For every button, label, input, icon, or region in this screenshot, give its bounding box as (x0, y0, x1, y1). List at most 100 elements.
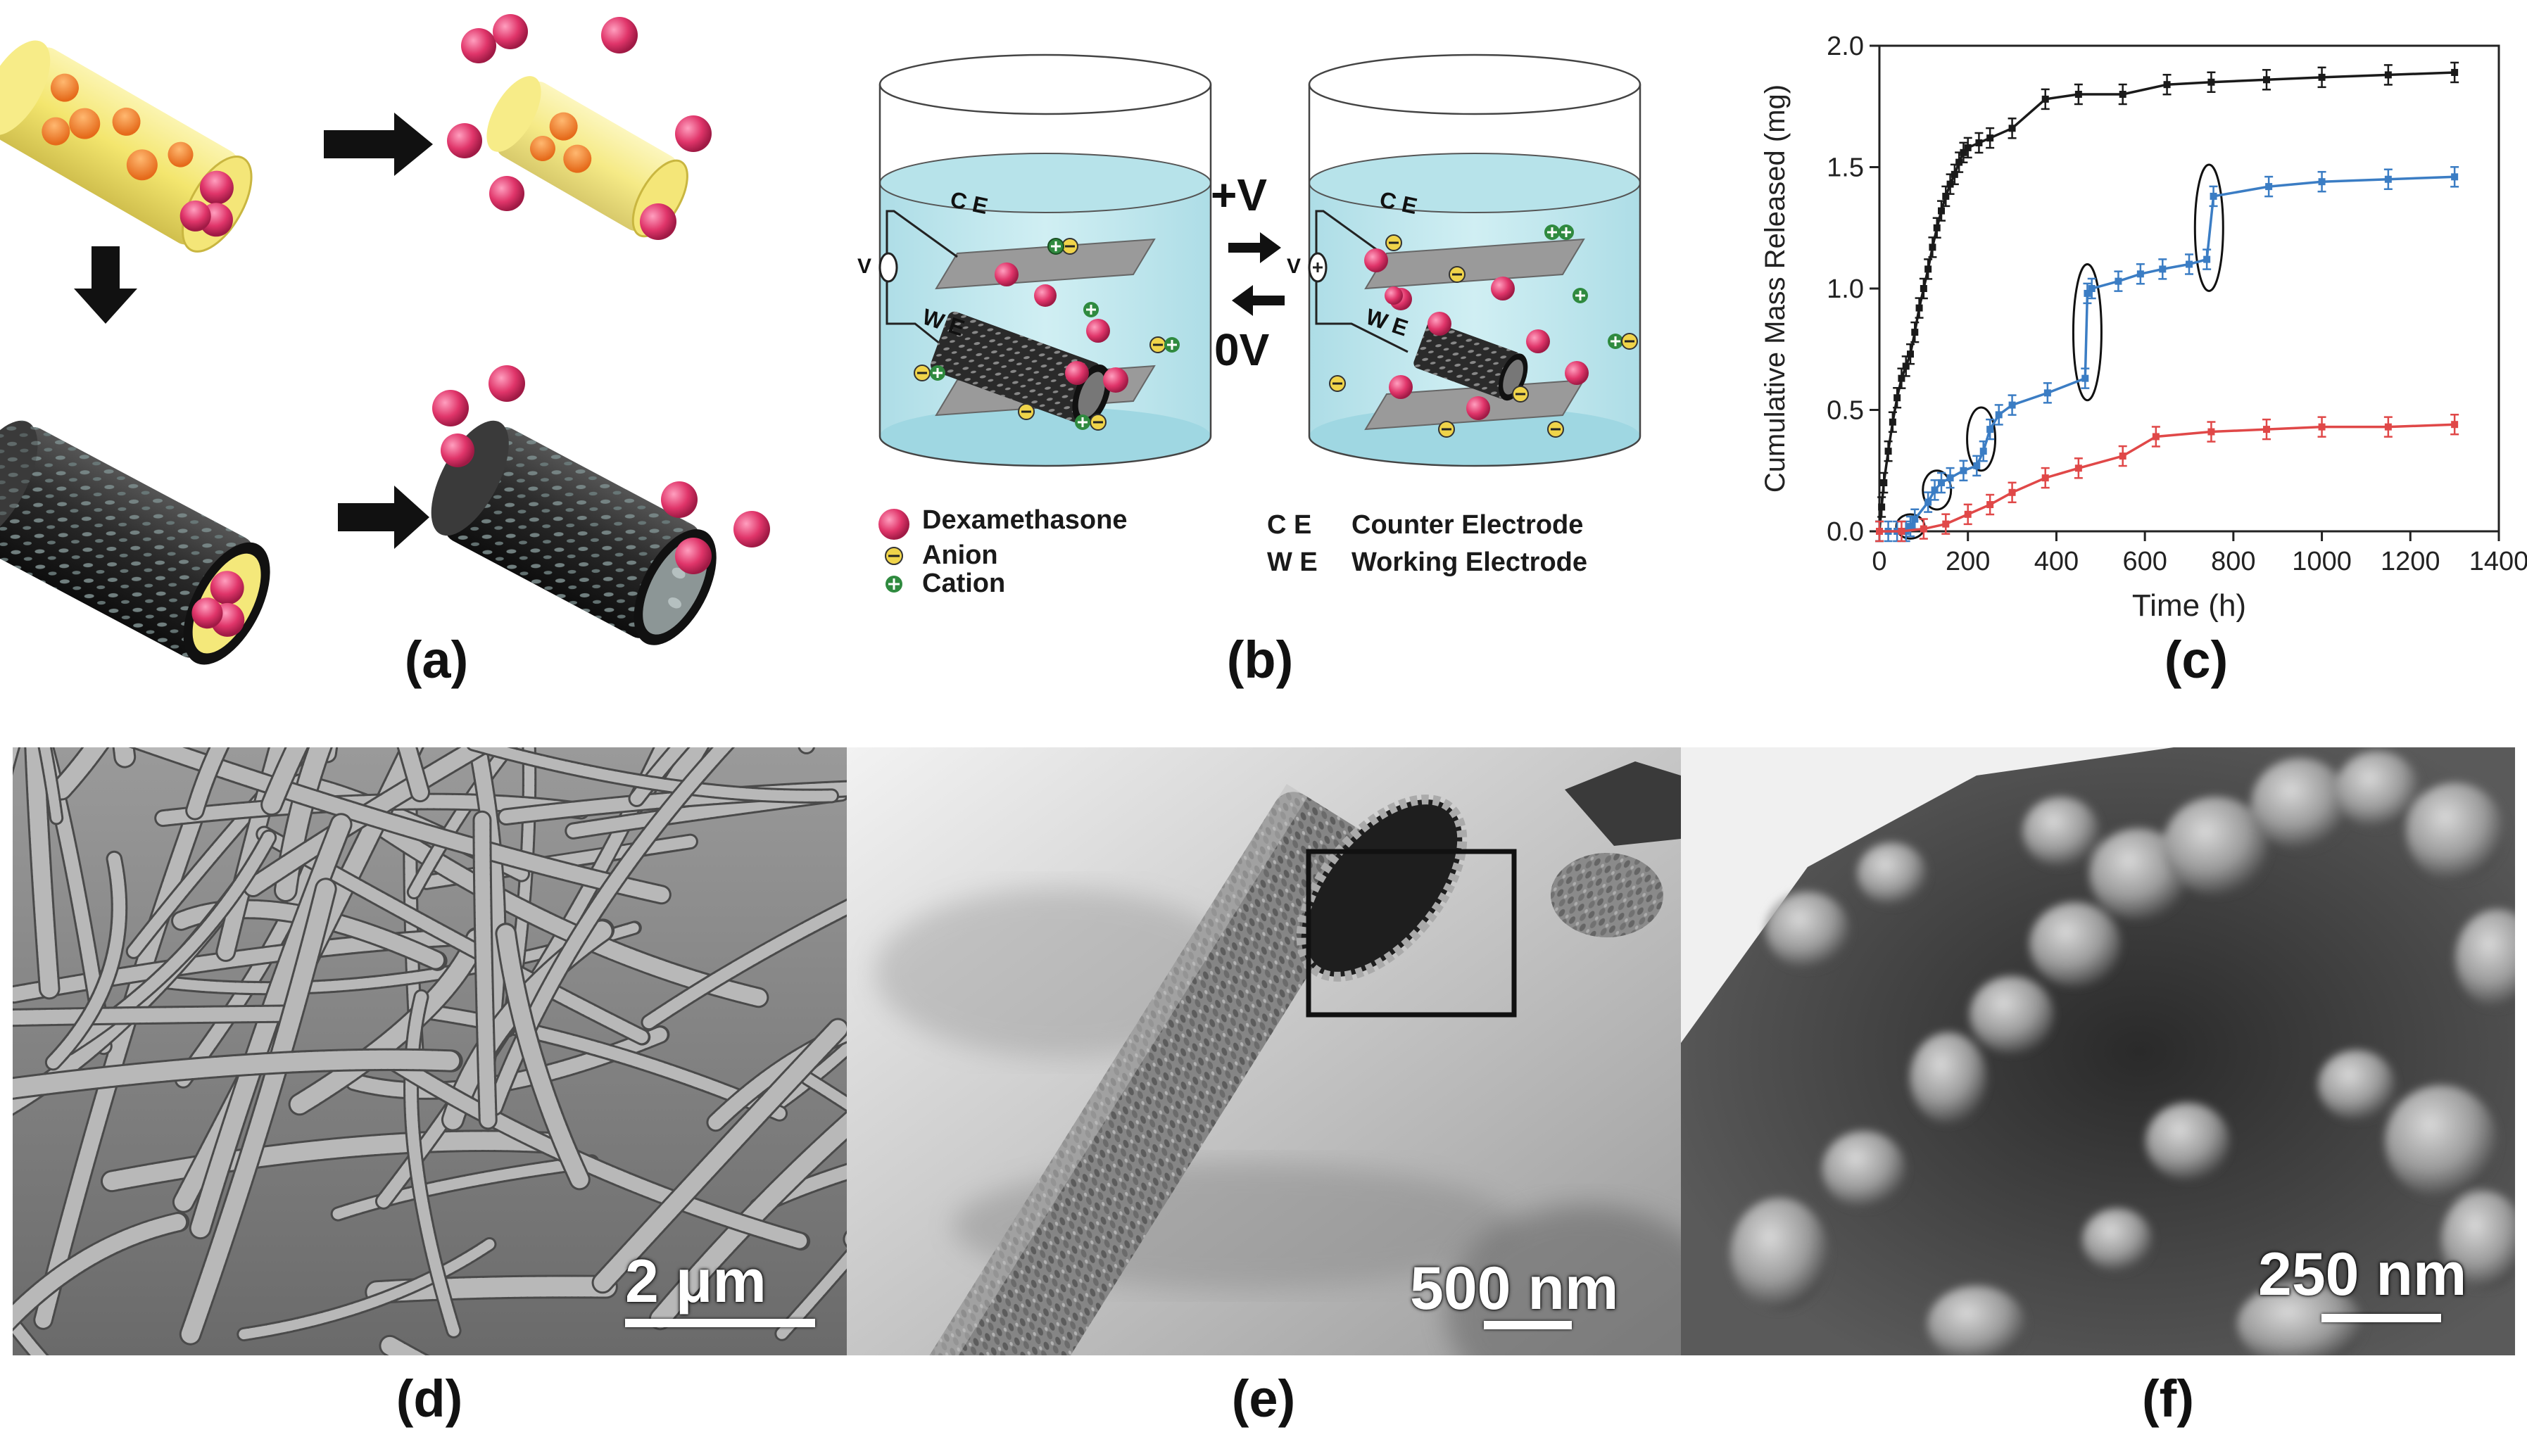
data-point (1920, 525, 1927, 533)
data-point (2186, 260, 2193, 268)
panel-label-f: (f) (2142, 1369, 2194, 1428)
v-label-right: V (1287, 255, 1302, 278)
data-point (2084, 289, 2091, 297)
x-tick-label: 600 (2122, 547, 2167, 576)
data-point (1876, 528, 1883, 535)
beaker-right (1308, 53, 1641, 467)
data-point (1986, 426, 1994, 433)
data-point (2263, 76, 2270, 84)
data-point (2152, 433, 2160, 441)
data-point (1893, 394, 1901, 402)
plot-frame (1878, 44, 2500, 533)
series-line (1878, 71, 2455, 532)
data-point (1938, 207, 1945, 215)
highlight-oval (2193, 163, 2224, 292)
data-point (2115, 277, 2122, 285)
data-point (2318, 423, 2326, 431)
panel-label-c: (c) (2164, 631, 2229, 689)
data-point (2207, 78, 2215, 86)
legend-dexamethasone: Dexamethasone (922, 505, 1128, 535)
scale-bar-f (2321, 1314, 2441, 1322)
y-tick-label: 0.0 (1827, 517, 1864, 547)
data-point (2384, 423, 2392, 431)
arrow-down-icon (74, 246, 137, 324)
data-point (1955, 158, 1963, 166)
data-point (2043, 389, 2051, 397)
sem-image-f: 250 nm (1681, 747, 2515, 1355)
v-label-left: V (857, 255, 872, 278)
data-point (1979, 448, 1987, 455)
released-porous-tube (431, 420, 717, 645)
x-tick-label: 1200 (2381, 547, 2440, 576)
arrow-right-icon (338, 486, 429, 549)
panel-label-e: (e) (1231, 1369, 1296, 1428)
series-line (1879, 423, 2455, 533)
sem-image-d: 2 μm (13, 747, 847, 1355)
panel-label-d: (d) (396, 1369, 463, 1428)
data-point (1884, 448, 1892, 455)
data-point (2041, 95, 2049, 103)
data-point (1933, 224, 1941, 232)
drug-release-schematic (0, 14, 770, 665)
data-point (2163, 81, 2171, 89)
series-line (1879, 175, 2455, 533)
loaded-polymer-tube (0, 40, 253, 253)
data-point (1924, 265, 1932, 273)
x-tick-label: 400 (2034, 547, 2079, 576)
data-point (2008, 125, 2016, 132)
scale-label-f: 250 nm (2258, 1241, 2467, 1308)
data-point (2318, 73, 2326, 81)
data-point (1878, 503, 1886, 511)
electrochemical-cell-diagram (878, 53, 1641, 593)
x-tick-label: 1400 (2469, 547, 2527, 576)
x-axis-label: Time (h) (2132, 588, 2246, 623)
y-tick-label: 1.0 (1827, 274, 1864, 304)
data-point (2081, 374, 2089, 382)
voltage-off-label: 0V (1214, 324, 1270, 375)
highlight-oval (1922, 469, 1953, 511)
scale-label-e: 500 nm (1410, 1255, 1619, 1322)
data-point (2136, 270, 2144, 278)
arrow-right-icon (324, 113, 433, 176)
data-point (1946, 474, 1954, 482)
cation-icon (886, 576, 902, 593)
single-nanotube-image (847, 747, 1681, 1355)
data-point (1880, 479, 1888, 486)
highlight-oval (1966, 406, 1997, 472)
data-point (1942, 520, 1950, 528)
data-point (1902, 362, 1910, 370)
data-point (2384, 175, 2392, 183)
data-point (2207, 428, 2215, 436)
data-point (1960, 148, 1967, 156)
data-point (1995, 411, 2003, 419)
data-point (1975, 139, 1983, 146)
x-tick-label: 800 (2211, 547, 2255, 576)
data-point (1898, 528, 1905, 535)
anion-icon (1061, 238, 1078, 255)
data-point (1951, 170, 1958, 178)
scale-label-d: 2 μm (625, 1248, 767, 1315)
data-point (2119, 91, 2126, 98)
data-point (1929, 243, 1936, 251)
y-axis-label: Cumulative Mass Released (mg) (1760, 84, 1791, 493)
y-tick-label: 2.0 (1827, 32, 1864, 61)
data-point (2074, 464, 2082, 472)
arrow-right-icon (1228, 232, 1281, 263)
cation-icon (1047, 238, 1064, 255)
data-point (1964, 510, 1972, 518)
data-point (1924, 498, 1932, 506)
legend-ce-abbr: C E (1267, 510, 1312, 540)
data-point (2008, 401, 2016, 409)
data-point (2451, 173, 2459, 181)
series-2 (1875, 413, 2459, 543)
data-point (2451, 68, 2459, 76)
data-point (1898, 374, 1905, 382)
data-point (2088, 285, 2096, 292)
data-point (1920, 285, 1927, 292)
legend-we-abbr: W E (1267, 547, 1318, 577)
scale-bar-e (1484, 1321, 1572, 1329)
data-point (2265, 183, 2273, 191)
panel-label-a: (a) (404, 631, 469, 689)
